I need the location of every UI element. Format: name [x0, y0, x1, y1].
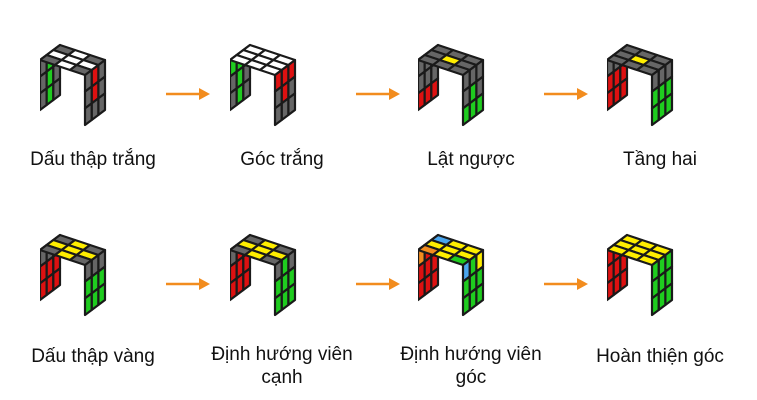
step-label-7: Định hướng viên góc: [400, 344, 542, 388]
sticker-top: [258, 253, 283, 267]
sticker-right: [461, 292, 471, 317]
step-label-6: Định hướng viên cạnh: [211, 344, 353, 388]
step-label-4: Tầng hai: [623, 149, 697, 170]
cube-step-3: [418, 40, 528, 140]
arrow-icon: [166, 278, 210, 290]
arrow-icon: [356, 88, 400, 100]
arrow-icon: [544, 88, 588, 100]
arrow-icon: [356, 278, 400, 290]
sticker-left: [430, 77, 440, 102]
sticker-top: [635, 253, 660, 267]
cube-svg: [607, 43, 674, 127]
cube-step-2: [230, 40, 340, 140]
sticker-top: [68, 63, 93, 77]
arrow-icon: [166, 88, 210, 100]
sticker-top: [446, 253, 471, 267]
cube-step-1: [40, 40, 150, 140]
sticker-right: [650, 102, 660, 127]
sticker-left: [52, 77, 62, 102]
arrow-icon: [544, 278, 588, 290]
step-label-1: Dấu thập trắng: [30, 149, 156, 170]
sticker-right: [273, 102, 283, 127]
sticker-right: [83, 102, 93, 127]
cube-step-4: [607, 40, 717, 140]
sticker-left: [242, 267, 252, 292]
sticker-top: [446, 63, 471, 77]
sticker-left: [619, 267, 629, 292]
cube-step-7: [418, 230, 528, 330]
cube-svg: [40, 43, 107, 127]
cube-svg: [607, 233, 674, 317]
cube-svg: [40, 233, 107, 317]
cube-step-6: [230, 230, 340, 330]
sticker-left: [52, 267, 62, 292]
sticker-left: [619, 77, 629, 102]
sticker-left: [242, 77, 252, 102]
sticker-left: [430, 267, 440, 292]
sticker-top: [68, 253, 93, 267]
sticker-right: [83, 292, 93, 317]
cube-svg: [230, 43, 297, 127]
cube-step-5: [40, 230, 150, 330]
step-label-2: Góc trắng: [240, 149, 324, 170]
cube-step-8: [607, 230, 717, 330]
step-label-5: Dấu thập vàng: [31, 346, 155, 367]
sticker-right: [650, 292, 660, 317]
cube-svg: [230, 233, 297, 317]
cube-svg: [418, 233, 485, 317]
sticker-right: [273, 292, 283, 317]
sticker-top: [258, 63, 283, 77]
cube-svg: [418, 43, 485, 127]
step-label-3: Lật ngược: [427, 149, 515, 170]
sticker-right: [461, 102, 471, 127]
step-label-8: Hoàn thiện góc: [596, 346, 724, 367]
sticker-top: [635, 63, 660, 77]
